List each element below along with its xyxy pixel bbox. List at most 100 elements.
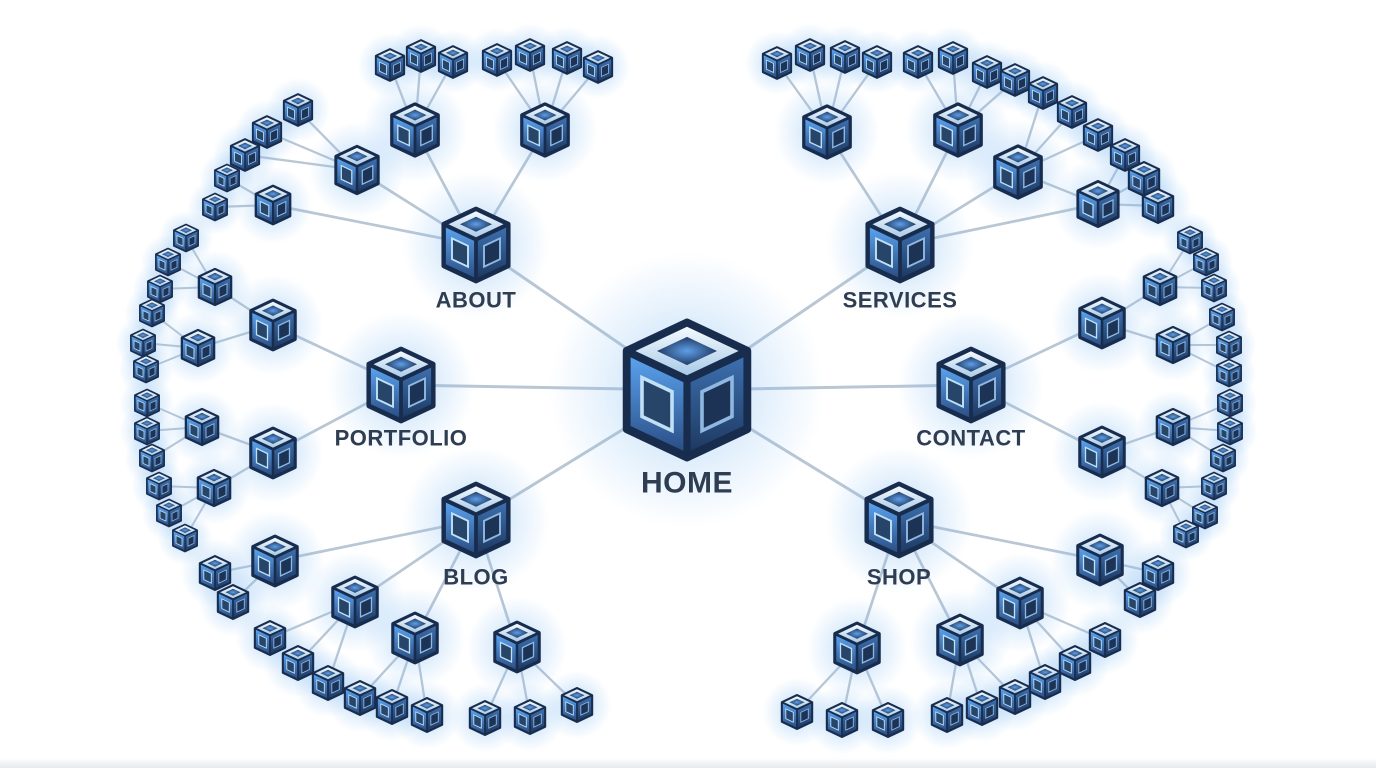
cube-node xyxy=(139,298,165,328)
cube-node xyxy=(1210,443,1236,473)
cube-node xyxy=(1028,664,1062,700)
node-contact[interactable] xyxy=(936,346,1006,424)
cube-node xyxy=(1082,118,1114,152)
cube-node xyxy=(249,298,297,352)
node-blog[interactable] xyxy=(441,481,511,559)
cube-node xyxy=(229,138,261,172)
cubes xyxy=(130,38,1243,738)
cube-node xyxy=(1123,582,1157,618)
cube-node xyxy=(391,611,439,665)
cube-node xyxy=(374,48,406,82)
node-label-shop: SHOP xyxy=(867,565,931,590)
cube-node xyxy=(343,680,377,716)
cube-node xyxy=(833,621,881,675)
cube-node xyxy=(331,575,379,629)
cube-node xyxy=(1177,225,1203,255)
cube-node xyxy=(1192,500,1218,530)
cube-node xyxy=(1141,555,1175,591)
cube-node xyxy=(147,274,173,304)
node-s4 xyxy=(1076,180,1120,228)
cube-node xyxy=(1142,267,1178,307)
node-s3 xyxy=(993,144,1043,200)
node-label-blog: BLOG xyxy=(443,565,509,590)
cube-node xyxy=(1217,388,1243,418)
cube-node xyxy=(1027,76,1059,110)
cube-node xyxy=(468,700,502,736)
node-label-portfolio: PORTFOLIO xyxy=(335,426,468,451)
cube-node xyxy=(1216,358,1242,388)
cube-node xyxy=(481,43,513,77)
cube-node xyxy=(1078,425,1126,479)
cube-node xyxy=(1216,330,1242,360)
cube-node xyxy=(281,645,315,681)
cube-node xyxy=(146,471,172,501)
cube-node xyxy=(1141,187,1175,225)
cube-node xyxy=(794,38,826,72)
cube-node xyxy=(196,468,232,508)
cube-node xyxy=(1127,160,1161,198)
node-home[interactable] xyxy=(622,318,752,462)
cube-node xyxy=(198,555,232,591)
cube-node xyxy=(861,45,893,79)
cube-node xyxy=(410,697,444,733)
node-s2 xyxy=(933,102,983,158)
cube-node xyxy=(1058,645,1092,681)
cube-node xyxy=(214,163,240,193)
node-labels: HOME ABOUT SERVICES PORTFOLIO CONTACT BLOG SHO… xyxy=(335,288,1026,590)
cube-node xyxy=(1217,416,1243,446)
cube-node xyxy=(971,55,1003,89)
cube-node xyxy=(998,679,1032,715)
cube-node xyxy=(184,407,220,447)
cube-node xyxy=(216,584,250,620)
cube-node xyxy=(551,41,583,75)
cube-node xyxy=(1088,622,1122,658)
node-label-services: SERVICES xyxy=(843,288,958,313)
node-shop[interactable] xyxy=(864,481,934,559)
cube-node xyxy=(437,45,469,79)
node-label-home: HOME xyxy=(641,467,733,500)
cube-node xyxy=(311,665,345,701)
cube-node xyxy=(1201,471,1227,501)
cube-node xyxy=(282,93,314,127)
node-services[interactable] xyxy=(865,206,935,284)
cube-node xyxy=(254,184,292,226)
cube-node xyxy=(251,115,283,149)
cube-node xyxy=(780,694,814,730)
cube-node xyxy=(996,576,1044,630)
cube-node xyxy=(937,41,969,75)
cube-node xyxy=(829,40,861,74)
cube-node xyxy=(999,63,1031,97)
cube-node xyxy=(155,247,181,277)
cube-node xyxy=(180,328,216,368)
cube-node xyxy=(202,192,228,222)
node-label-contact: CONTACT xyxy=(916,426,1025,451)
cube-node xyxy=(1078,296,1126,350)
cube-node xyxy=(1209,302,1235,332)
cube-node xyxy=(375,689,409,725)
cube-node xyxy=(514,38,546,72)
cube-node xyxy=(133,354,159,384)
cube-node xyxy=(173,223,199,253)
cube-node xyxy=(390,102,440,158)
cube-node xyxy=(560,687,594,723)
cube-node xyxy=(197,267,233,307)
cube-node xyxy=(1155,407,1191,447)
cube-node xyxy=(493,620,541,674)
cube-node xyxy=(825,702,859,738)
node-label-about: ABOUT xyxy=(436,288,517,313)
cube-node xyxy=(249,426,297,480)
cube-node xyxy=(405,39,437,73)
cube-node xyxy=(172,523,198,553)
node-about[interactable] xyxy=(441,206,511,284)
cube-node xyxy=(253,620,287,656)
cube-node xyxy=(1155,325,1191,365)
cube-node xyxy=(1144,468,1180,508)
node-portfolio[interactable] xyxy=(366,346,436,424)
cube-node xyxy=(936,613,984,667)
cube-node xyxy=(134,388,160,418)
cube-node xyxy=(871,702,905,738)
cube-node xyxy=(1173,519,1199,549)
cube-node xyxy=(761,46,793,80)
cube-node xyxy=(1201,273,1227,303)
